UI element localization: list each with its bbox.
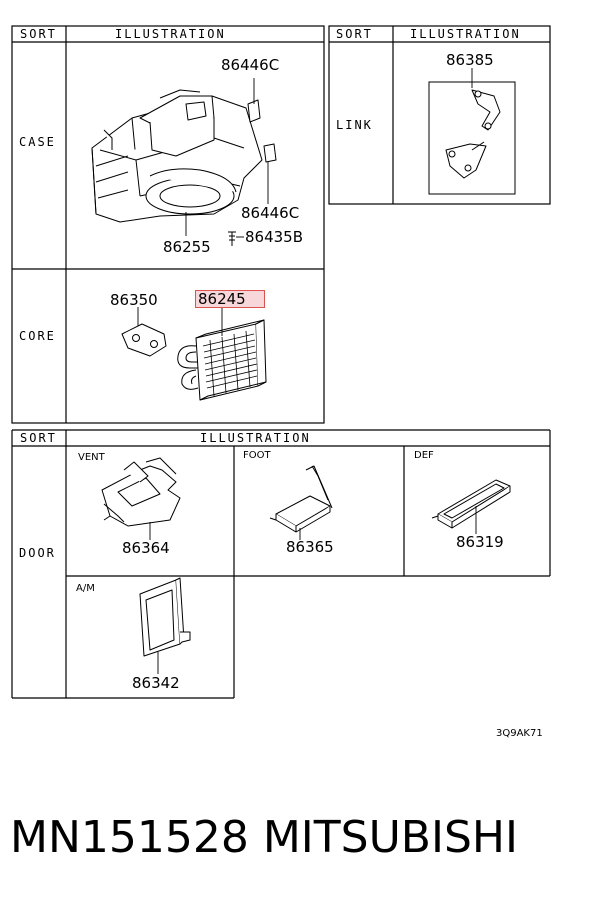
part-label-86385[interactable]: 86385 <box>446 51 494 69</box>
illustration-header-door: ILLUSTRATION <box>200 431 311 445</box>
part-label-86245[interactable]: 86245 <box>198 290 246 308</box>
part-label-86350[interactable]: 86350 <box>110 291 158 309</box>
part-label-86364[interactable]: 86364 <box>122 539 170 557</box>
sort-header: SORT <box>20 27 57 41</box>
sublabel-vent: VENT <box>78 452 105 463</box>
part-label-86319[interactable]: 86319 <box>456 533 504 551</box>
part-label-86342[interactable]: 86342 <box>132 674 180 692</box>
sublabel-foot: FOOT <box>243 450 271 461</box>
section-door: DOOR <box>19 546 56 560</box>
part-caption: MN151528 MITSUBISHI <box>10 812 518 863</box>
part-label-86446c-side[interactable]: 86446C <box>241 204 300 222</box>
sublabel-def: DEF <box>414 450 434 461</box>
sort-header-door: SORT <box>20 431 57 445</box>
illustration-header: ILLUSTRATION <box>115 27 226 41</box>
section-core: CORE <box>19 329 56 343</box>
section-case: CASE <box>19 135 56 149</box>
sort-header-link: SORT <box>336 27 373 41</box>
part-label-86435b[interactable]: 86435B <box>245 228 304 246</box>
section-link: LINK <box>336 118 373 132</box>
sublabel-am: A/M <box>76 583 95 594</box>
illustration-header-link: ILLUSTRATION <box>410 27 521 41</box>
diagram-reference: 3Q9AK71 <box>496 728 543 739</box>
part-label-86365[interactable]: 86365 <box>286 538 334 556</box>
part-label-86255[interactable]: 86255 <box>163 238 211 256</box>
highlight-box <box>195 290 265 308</box>
part-label-86446c-top[interactable]: 86446C <box>221 56 280 74</box>
